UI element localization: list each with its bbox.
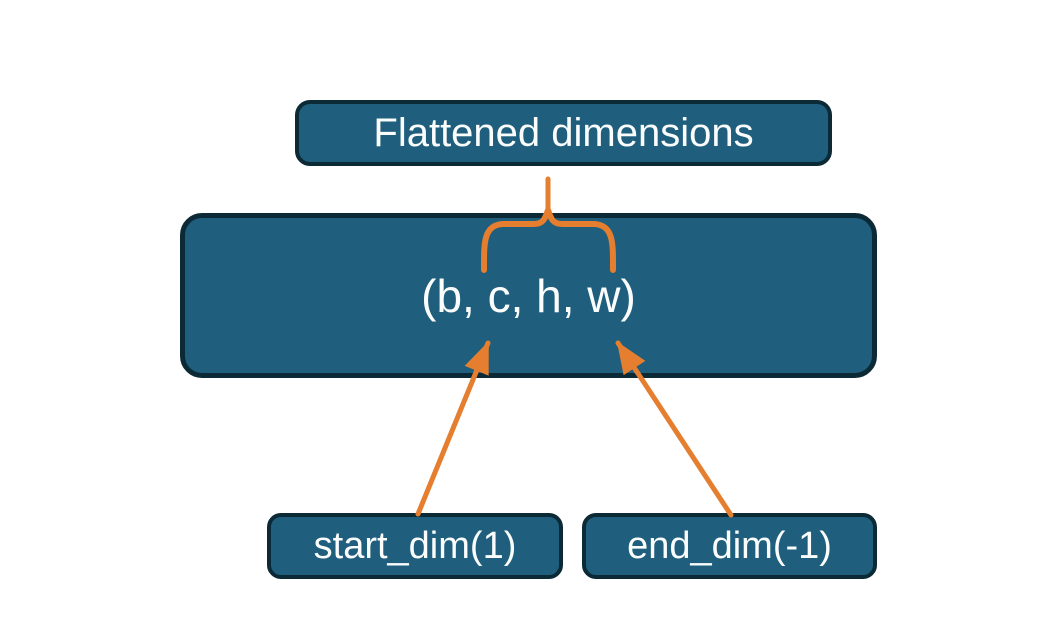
end-dim-label: end_dim(-1)	[627, 525, 832, 567]
node-tensor-shape: (b, c, h, w)	[180, 213, 877, 378]
start-dim-label: start_dim(1)	[313, 525, 517, 567]
flattened-dimensions-label: Flattened dimensions	[373, 111, 754, 155]
node-flattened-dimensions: Flattened dimensions	[295, 100, 832, 166]
node-end-dim: end_dim(-1)	[582, 513, 877, 579]
tensor-shape-label: (b, c, h, w)	[421, 269, 636, 322]
node-start-dim: start_dim(1)	[267, 513, 563, 579]
